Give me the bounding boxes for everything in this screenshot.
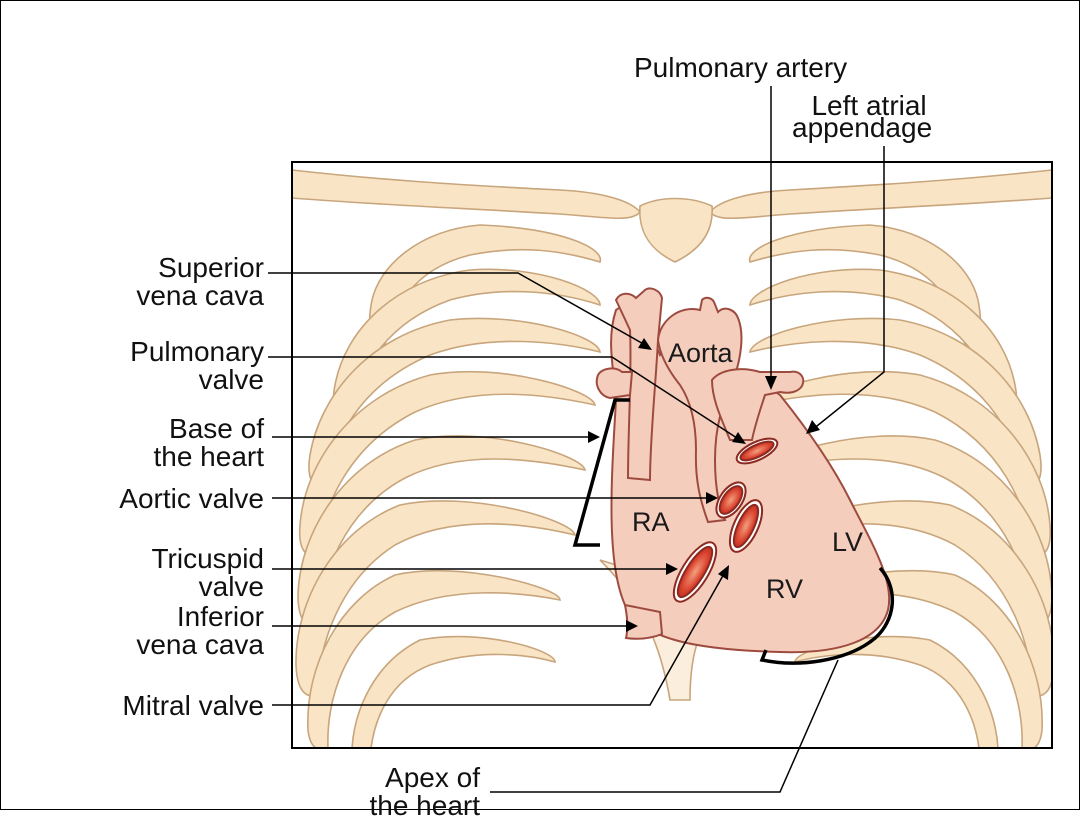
label-inferior-vena-cava-line1: Inferior [176, 601, 264, 632]
structure-rv: RV [766, 574, 804, 604]
rib-cage [292, 169, 1052, 748]
label-mitral-valve: Mitral valve [122, 690, 264, 721]
label-apex-of-heart-line2: the heart [369, 790, 480, 821]
structure-aorta: Aorta [668, 338, 733, 368]
rib-right-5 [297, 435, 587, 628]
leader-lines [268, 86, 885, 793]
label-left-atrial-appendage-line2: appendage [792, 112, 933, 143]
label-inferior-vena-cava-line2: vena cava [136, 629, 264, 660]
label-apex-of-heart: Apex of the heart [335, 764, 480, 820]
rib-right-4 [298, 370, 597, 558]
rib-left-8 [794, 635, 999, 748]
label-superior-vena-cava: Superior vena cava [136, 254, 264, 310]
label-left-atrial-appendage: Left atrial appendage [792, 90, 933, 143]
label-base-of-heart-line2: the heart [153, 441, 264, 472]
superior-vena-cava [614, 287, 664, 482]
label-tricuspid-valve-line2: valve [198, 571, 264, 602]
label-superior-vena-cava-line2: vena cava [136, 280, 264, 311]
left-clavicle [708, 169, 1052, 220]
label-superior-vena-cava-line1: Superior [158, 252, 264, 283]
rib-right-2 [332, 268, 601, 421]
figure-frame [291, 161, 1053, 749]
rib-right-7 [307, 569, 561, 748]
rib-right-1 [368, 224, 602, 346]
label-aortic-valve: Aortic valve [119, 483, 264, 514]
label-base-of-heart: Base of the heart [153, 415, 264, 471]
valves [672, 437, 779, 603]
label-tricuspid-valve-line1: Tricuspid [151, 543, 264, 574]
right-clavicle [292, 169, 642, 220]
rib-left-3 [749, 317, 1042, 489]
pulmonary-artery-vessel [710, 368, 805, 441]
sternum [639, 197, 713, 263]
rib-left-1 [748, 224, 982, 346]
structure-ra: RA [632, 507, 670, 537]
heart [595, 287, 891, 654]
label-left-atrial-appendage-line1: Left atrial [811, 90, 927, 121]
right-atrium-bulge [595, 367, 634, 400]
rib-left-2 [749, 268, 1018, 421]
rib-right-8 [351, 635, 556, 748]
label-pulmonary-valve-line1: Pulmonary [130, 336, 264, 367]
label-pulmonary-artery: Pulmonary artery [634, 52, 848, 83]
apex-bracket [759, 566, 895, 665]
label-apex-of-heart-line1: Apex of [385, 762, 480, 793]
arrow-heads [588, 338, 820, 632]
base-bracket [572, 398, 630, 547]
structure-lv: LV [832, 527, 864, 557]
label-tricuspid-valve: Tricuspid valve [151, 545, 264, 601]
rib-right-6 [295, 500, 577, 698]
label-pulmonary-valve-line2: valve [198, 364, 264, 395]
label-inferior-vena-cava: Inferior vena cava [136, 603, 264, 659]
label-pulmonary-valve: Pulmonary valve [130, 338, 264, 394]
label-base-of-heart-line1: Base of [169, 413, 264, 444]
inferior-vena-cava-vessel [623, 603, 664, 640]
rib-right-3 [308, 317, 601, 489]
